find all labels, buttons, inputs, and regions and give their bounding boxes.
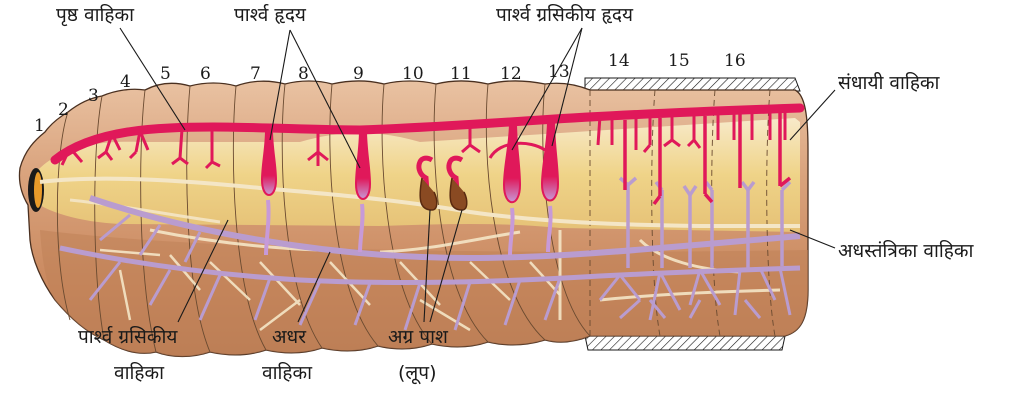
segment-number: 11 bbox=[450, 64, 472, 84]
ventral-vessel-label-line1: अधर bbox=[272, 326, 306, 348]
segment-number: 8 bbox=[298, 64, 309, 84]
segment-number: 4 bbox=[120, 72, 131, 92]
ventral-vessel-label-line2: वाहिका bbox=[262, 362, 312, 384]
segment-number: 13 bbox=[548, 62, 570, 82]
anterior-loops-label-line1: अग्र पाश bbox=[388, 326, 448, 348]
segment-number: 3 bbox=[88, 86, 99, 106]
segment-number: 15 bbox=[668, 51, 690, 71]
subneural-vessel-label: अधस्तंत्रिका वाहिका bbox=[838, 240, 973, 262]
segment-number: 5 bbox=[160, 64, 171, 84]
dorsal-vessel-label: पृष्ठ वाहिका bbox=[56, 4, 134, 26]
segment-number: 7 bbox=[250, 64, 261, 84]
segment-number: 1 bbox=[34, 116, 45, 136]
segment-number: 12 bbox=[500, 64, 522, 84]
segment-number: 10 bbox=[402, 64, 424, 84]
mouth bbox=[28, 168, 44, 212]
segment-number: 14 bbox=[608, 51, 630, 71]
anterior-loops-label-line2: (लूप) bbox=[398, 362, 437, 384]
segment-number: 6 bbox=[200, 64, 211, 84]
lateral-oesophageal-heart-label: पार्श्व ग्रसिकीय हृदय bbox=[496, 4, 633, 26]
lateral-heart-label: पार्श्व हृदय bbox=[234, 4, 306, 26]
segment-number: 2 bbox=[58, 100, 69, 120]
lateral-oesophageal-vessel-label-line1: पार्श्व ग्रसिकीय bbox=[78, 326, 177, 348]
segment-number: 9 bbox=[353, 64, 364, 84]
commissural-vessel-label: संधायी वाहिका bbox=[838, 72, 939, 94]
segment-number: 16 bbox=[724, 51, 746, 71]
lateral-oesophageal-vessel-label-line2: वाहिका bbox=[114, 362, 164, 384]
